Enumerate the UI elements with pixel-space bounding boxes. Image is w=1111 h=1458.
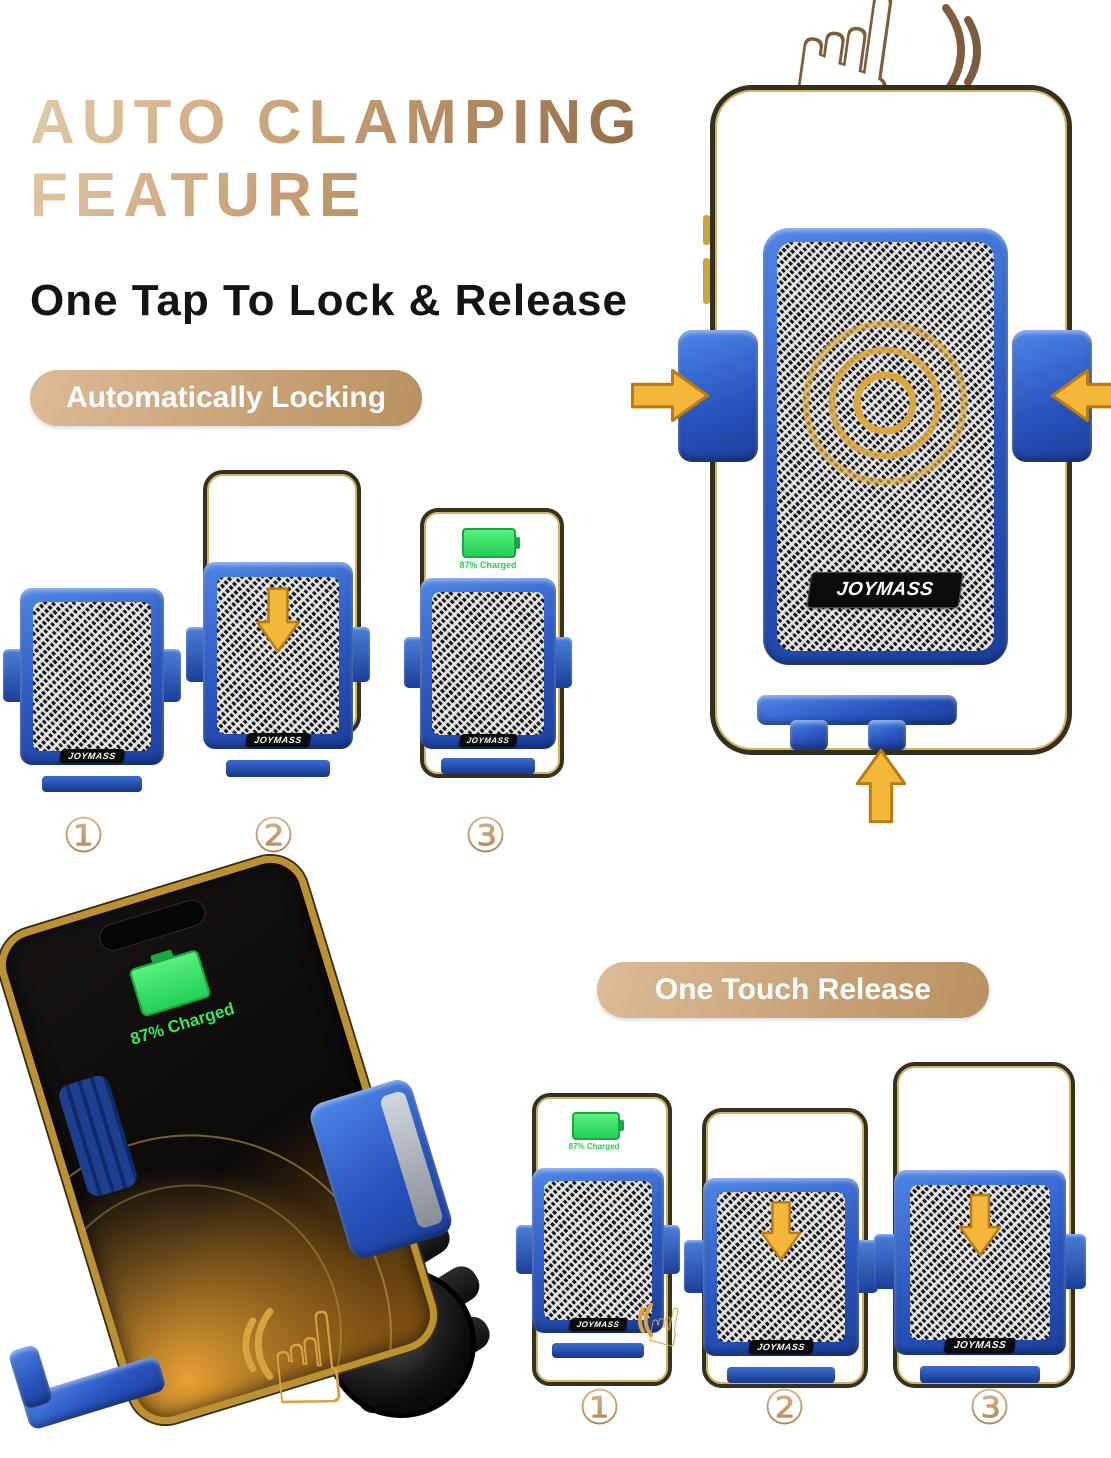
push-down-arrow — [255, 587, 301, 653]
phone-side-button — [703, 258, 710, 304]
mini-mount: JOYMASS — [515, 1168, 681, 1358]
tap-hand-icon: ☝ — [260, 1283, 354, 1440]
brand-plate: JOYMASS — [748, 1340, 814, 1355]
battery-status: 87% Charged — [459, 560, 517, 570]
mount-foot — [42, 775, 142, 792]
carbon-pad — [432, 591, 544, 735]
brand-plate: JOYMASS — [245, 732, 311, 747]
step-number-3: ③ — [968, 1380, 1012, 1436]
brand-plate: JOYMASS — [568, 1318, 628, 1332]
mini-mount: JOYMASS — [684, 1178, 878, 1383]
mount-foot — [440, 758, 536, 774]
mount-foot — [757, 695, 957, 725]
badge-automatically-locking: Automatically Locking — [30, 370, 422, 426]
subtitle: One Tap To Lock & Release — [30, 276, 628, 325]
motion-arcs-icon — [942, 4, 981, 96]
battery-status: 87% Charged — [568, 1142, 620, 1151]
mount-foot — [920, 1365, 1040, 1383]
brand-plate: JOYMASS — [59, 749, 125, 764]
mini-mount: JOYMASS — [3, 588, 181, 792]
mount-body — [20, 588, 164, 766]
clamp-grip-pad — [378, 1089, 445, 1230]
foot-lip — [7, 1343, 54, 1410]
step-number-3: ③ — [464, 808, 508, 864]
battery-icon — [462, 528, 520, 558]
headline-line-2: FEATURE — [30, 161, 368, 231]
brand-plate: JOYMASS — [806, 572, 964, 608]
badge-one-touch-release: One Touch Release — [597, 962, 989, 1018]
battery-nub — [515, 537, 520, 549]
carbon-pad — [33, 602, 151, 752]
brand-plate: JOYMASS — [458, 733, 518, 747]
mount-foot-prong — [868, 720, 906, 750]
release-down-arrow — [958, 1193, 1002, 1257]
clamp-arrow-right — [1050, 368, 1111, 423]
clamp-arrow-left — [630, 368, 710, 423]
step-number-2: ② — [252, 808, 296, 864]
headline-line-1: AUTO CLAMPING — [30, 88, 644, 157]
step-number-1: ① — [62, 808, 106, 864]
page-title: AUTO CLAMPING FEATURE — [30, 86, 643, 232]
step-number-2: ② — [763, 1380, 807, 1436]
carbon-pad — [543, 1181, 653, 1321]
battery-icon — [572, 1112, 624, 1140]
motion-arcs-icon — [638, 1302, 654, 1338]
battery-nub — [619, 1120, 624, 1131]
step-number-1: ① — [578, 1380, 622, 1436]
mount-foot-prong — [790, 720, 828, 750]
mount-body — [531, 1168, 665, 1334]
motion-arcs-icon — [242, 1308, 274, 1380]
brand-plate: JOYMASS — [943, 1338, 1017, 1354]
wireless-charging-coil-icon — [802, 320, 968, 486]
mount-foot — [726, 1366, 836, 1383]
mount-foot — [226, 759, 330, 777]
mount-body — [419, 578, 557, 749]
mount-foot — [551, 1342, 645, 1358]
mini-mount: JOYMASS — [403, 578, 573, 774]
phone-side-button — [703, 215, 710, 245]
clamp-arrow-bottom — [855, 748, 907, 824]
release-down-arrow — [760, 1201, 802, 1261]
